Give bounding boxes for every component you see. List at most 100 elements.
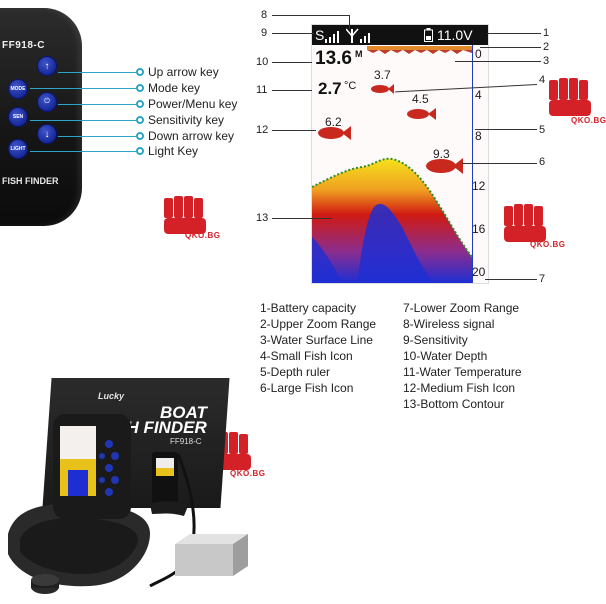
- sensitivity-indicator: S: [315, 27, 325, 43]
- callout-number: 9: [261, 27, 268, 39]
- depth-ruler-label: 12: [472, 179, 486, 193]
- callout-number: 4: [539, 74, 546, 86]
- legend-item: 13-Bottom Contour: [403, 397, 505, 411]
- depth-ruler-line: [472, 45, 473, 283]
- box-model: FF918-C: [170, 437, 202, 446]
- callout-up-arrow: Up arrow key: [148, 65, 219, 79]
- wireless-antenna-icon: [346, 28, 370, 43]
- legend-item: 6-Large Fish Icon: [260, 381, 354, 395]
- battery-voltage: 11.0V: [437, 27, 473, 43]
- light-key[interactable]: LIGHT: [8, 139, 28, 159]
- box-brand: Lucky: [98, 391, 125, 401]
- watermark-text: QKO.BG: [571, 116, 606, 125]
- depth-ruler-label: 20: [472, 265, 486, 279]
- power-menu-key[interactable]: ⏻: [37, 92, 57, 112]
- legend-item: 12-Medium Fish Icon: [403, 381, 516, 395]
- depth-ruler-label: 16: [472, 222, 486, 236]
- fish-depth-label: 4.5: [412, 92, 429, 106]
- water-temperature-unit: °C: [344, 80, 357, 92]
- callout-number: 6: [539, 156, 546, 168]
- fish-icon: [407, 108, 436, 120]
- device-model: FF918-C: [2, 40, 45, 51]
- callout-number: 5: [539, 124, 546, 136]
- callout-line: [349, 15, 350, 29]
- callout-line: [485, 279, 537, 280]
- callout-number: 1: [543, 27, 550, 39]
- legend-item: 4-Small Fish Icon: [260, 349, 353, 363]
- callout-mode: Mode key: [148, 81, 201, 95]
- callout-line: [272, 90, 312, 91]
- callout-dot: [136, 84, 144, 92]
- legend-item: 8-Wireless signal: [403, 317, 495, 331]
- depth-ruler-label: 4: [475, 88, 482, 102]
- legend-item: 5-Depth ruler: [260, 365, 331, 379]
- callout-line: [272, 62, 312, 63]
- callout-number: 2: [543, 41, 550, 53]
- callout-dot: [136, 132, 144, 140]
- callout-dot: [136, 116, 144, 124]
- callout-number: 12: [256, 124, 269, 136]
- legend-item: 11-Water Temperature: [403, 365, 522, 379]
- water-temperature-value: 2.7: [318, 79, 342, 98]
- sonar-screen: S 11.0V 13.6 M 2.7 °C 3.7 4.5 6.2 9.3: [311, 24, 489, 284]
- callout-line: [58, 104, 140, 105]
- product-photo: [8, 414, 248, 594]
- depth-ruler-label: 8: [475, 129, 482, 143]
- fist-logo-icon: [164, 196, 206, 234]
- callout-dot: [136, 100, 144, 108]
- box-title-line1: BOAT: [160, 403, 207, 422]
- callout-line: [30, 120, 140, 121]
- medium-fish-icon: [318, 126, 351, 140]
- watermark-text: QKO.BG: [530, 240, 566, 249]
- callout-dot: [136, 147, 144, 155]
- watermark-text: QKO.BG: [185, 231, 221, 240]
- sensitivity-key[interactable]: SEN: [8, 107, 28, 127]
- fish-depth-label: 3.7: [374, 68, 391, 82]
- callout-light: Light Key: [148, 144, 199, 158]
- callout-dot: [136, 68, 144, 76]
- callout-line: [58, 136, 140, 137]
- legend-item: 3-Water Surface Line: [260, 333, 373, 347]
- callout-line: [487, 33, 541, 34]
- water-depth-value: 13.6: [315, 48, 352, 69]
- callout-line: [272, 218, 332, 219]
- callout-line: [475, 129, 537, 130]
- bottom-contour: [312, 157, 472, 283]
- callout-line: [272, 33, 314, 34]
- status-bar: [312, 25, 488, 45]
- fish-depth-label: 6.2: [325, 115, 342, 129]
- callout-number: 10: [256, 56, 269, 68]
- large-fish-icon: [426, 158, 463, 174]
- fist-logo-icon: [549, 78, 591, 116]
- legend-item: 9-Sensitivity: [403, 333, 468, 347]
- callout-number: 13: [256, 212, 269, 224]
- down-arrow-key[interactable]: ↓: [37, 124, 57, 144]
- callout-line: [272, 15, 350, 16]
- battery-icon: [424, 28, 433, 42]
- callout-number: 3: [543, 55, 550, 67]
- watermark-text: QKO.BG: [230, 469, 266, 478]
- callout-down-arrow: Down arrow key: [148, 129, 235, 143]
- up-arrow-key[interactable]: ↑: [37, 56, 57, 76]
- legend-item: 7-Lower Zoom Range: [403, 301, 520, 315]
- signal-bars-icon: [325, 31, 339, 43]
- callout-line: [30, 88, 140, 89]
- depth-ruler-label: 0: [475, 47, 482, 61]
- legend-item: 10-Water Depth: [403, 349, 488, 363]
- mode-key[interactable]: MODE: [8, 79, 28, 99]
- legend-left: 1-Battery capacity 2-Upper Zoom Range 3-…: [260, 300, 376, 396]
- callout-number: 7: [539, 273, 546, 285]
- callout-number: 11: [256, 84, 268, 96]
- fish-depth-label: 9.3: [433, 147, 450, 161]
- callout-line: [462, 163, 537, 164]
- callout-sensitivity: Sensitivity key: [148, 113, 225, 127]
- device-brand: FISH FINDER: [2, 176, 59, 186]
- callout-line: [480, 47, 541, 48]
- water-surface-line: [367, 46, 472, 54]
- callout-line: [58, 72, 140, 73]
- callout-power-menu: Power/Menu key: [148, 97, 238, 111]
- callout-line: [272, 130, 316, 131]
- water-depth-unit: M: [355, 49, 363, 59]
- legend-right: 7-Lower Zoom Range 8-Wireless signal 9-S…: [403, 300, 522, 412]
- callout-number: 8: [261, 9, 268, 21]
